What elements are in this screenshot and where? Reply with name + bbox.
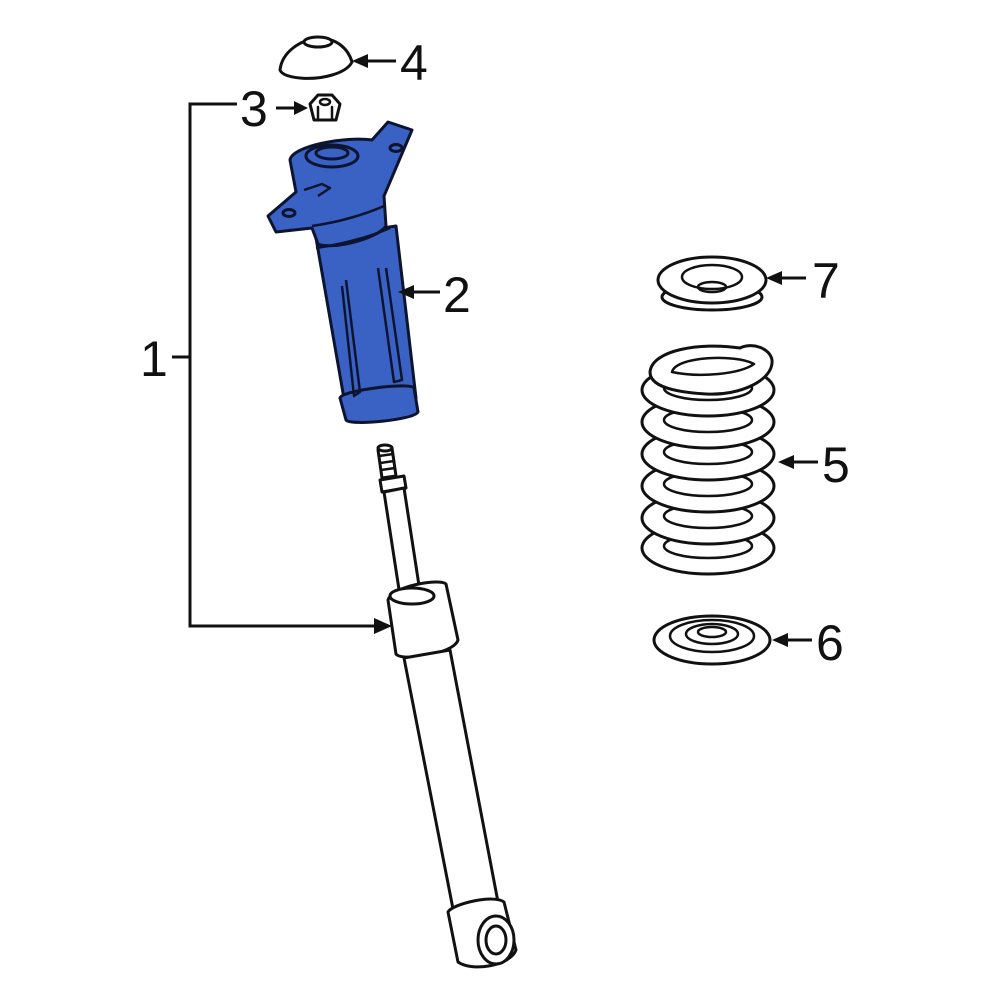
spring-seat-upper-part-7 [656, 255, 768, 312]
bracket-1 [172, 102, 392, 634]
leader-4 [352, 54, 396, 68]
upper-mount-part-2 [266, 120, 420, 424]
callout-4: 4 [400, 35, 428, 91]
dust-cap-part-4 [278, 35, 354, 80]
leader-7 [766, 271, 806, 285]
callout-6: 6 [816, 615, 844, 671]
spring-seat-lower-part-6 [652, 614, 772, 666]
callout-2: 2 [443, 267, 471, 323]
coil-spring-part-5 [640, 344, 776, 576]
leader-2 [398, 285, 440, 299]
callout-3: 3 [240, 81, 268, 137]
callout-1: 1 [140, 331, 168, 387]
shock-absorber [376, 443, 518, 969]
callout-7: 7 [812, 253, 840, 309]
nut-part-3 [308, 93, 342, 122]
leader-5 [778, 455, 818, 469]
leader-6 [772, 633, 812, 647]
leader-3 [276, 101, 308, 115]
callout-5: 5 [822, 437, 850, 493]
